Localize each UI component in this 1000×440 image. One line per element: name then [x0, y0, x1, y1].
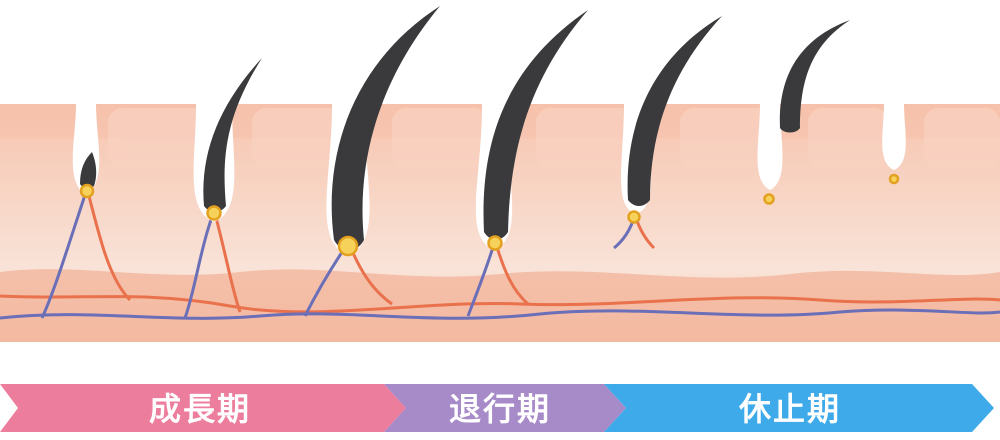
artery-line [0, 294, 1000, 314]
papilla-5 [627, 210, 641, 224]
vein-line [0, 308, 1000, 320]
papilla-3 [337, 235, 359, 257]
phase-arrow-telogen [604, 384, 994, 432]
papilla-6 [763, 193, 775, 205]
papilla-4 [487, 235, 503, 251]
papilla-2 [206, 205, 222, 221]
hair-shaft-2 [203, 58, 262, 212]
papilla-7 [888, 173, 900, 185]
hair-shaft-1 [80, 152, 97, 189]
phase-arrow-anagen [0, 384, 406, 432]
phase-label-catagen: 退行期 [449, 390, 551, 428]
phase-arrow-catagen [384, 384, 626, 432]
phase-bar: 成長期 退行期 休止期 [0, 384, 994, 432]
dermal-papillae [79, 173, 900, 257]
hair-shaft-6 [779, 20, 850, 133]
papilla-1 [79, 183, 95, 199]
hair-shafts [80, 6, 850, 251]
follicle-7 [882, 104, 906, 170]
hair-shaft-5 [627, 16, 722, 206]
hair-shaft-3 [331, 6, 440, 251]
blood-vessels [0, 191, 1000, 320]
hair-shaft-4 [483, 10, 588, 240]
follicle-6 [757, 104, 783, 190]
phase-label-telogen: 休止期 [738, 390, 841, 428]
phase-label-anagen: 成長期 [149, 390, 251, 428]
